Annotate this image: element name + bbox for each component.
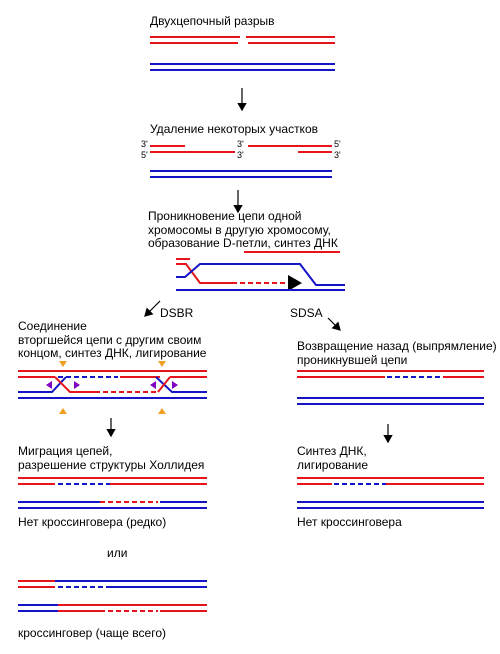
or-label: или (107, 546, 128, 560)
sdsa-synthesis-ligation: Синтез ДНК, лигирование (297, 444, 369, 472)
stage-break (150, 36, 335, 71)
label-3prime-left: 3' (141, 139, 148, 149)
step-double-strand-break: Двухцепочный разрыв (150, 14, 275, 28)
dsbr-second-end-capture: Соединение вторгшейся цепи с другим свои… (18, 319, 207, 360)
sdsa-displacement: Возвращение назад (выпрямление) проникну… (297, 339, 497, 367)
dsbr-no-crossover-label: Нет кроссинговера (редко) (18, 515, 167, 529)
dsbr-migration-resolution: Миграция цепей, разрешение структуры Хол… (18, 444, 205, 472)
arrow-dsbr (144, 300, 161, 317)
stage-resection (150, 145, 332, 178)
label-3prime-mid: 3' (237, 139, 244, 149)
step-strand-invasion: Проникновение цепи одной хромосомы в дру… (148, 209, 338, 250)
branch-sdsa-label: SDSA (290, 306, 323, 320)
label-3prime-mid-lower: 3' (237, 150, 244, 160)
label-5prime-left: 5' (141, 150, 148, 160)
stage-double-holliday (18, 361, 207, 414)
sdsa-no-crossover-label: Нет кроссинговера (297, 515, 402, 529)
dsbr-crossover-label: кроссинговер (чаще всего) (18, 626, 167, 640)
branch-dsbr-label: DSBR (160, 306, 194, 320)
stage-d-loop (176, 251, 345, 291)
step-resection: Удаление некоторых участков (150, 122, 318, 136)
label-3prime-right: 3' (334, 150, 341, 160)
stage-no-crossover-sdsa (297, 477, 484, 509)
stage-crossover (18, 580, 207, 612)
arrow-sdsa (327, 317, 341, 331)
stage-sdsa-displacement (297, 370, 484, 405)
stage-no-crossover-dsbr (18, 477, 207, 509)
label-5prime-right: 5' (334, 139, 341, 149)
